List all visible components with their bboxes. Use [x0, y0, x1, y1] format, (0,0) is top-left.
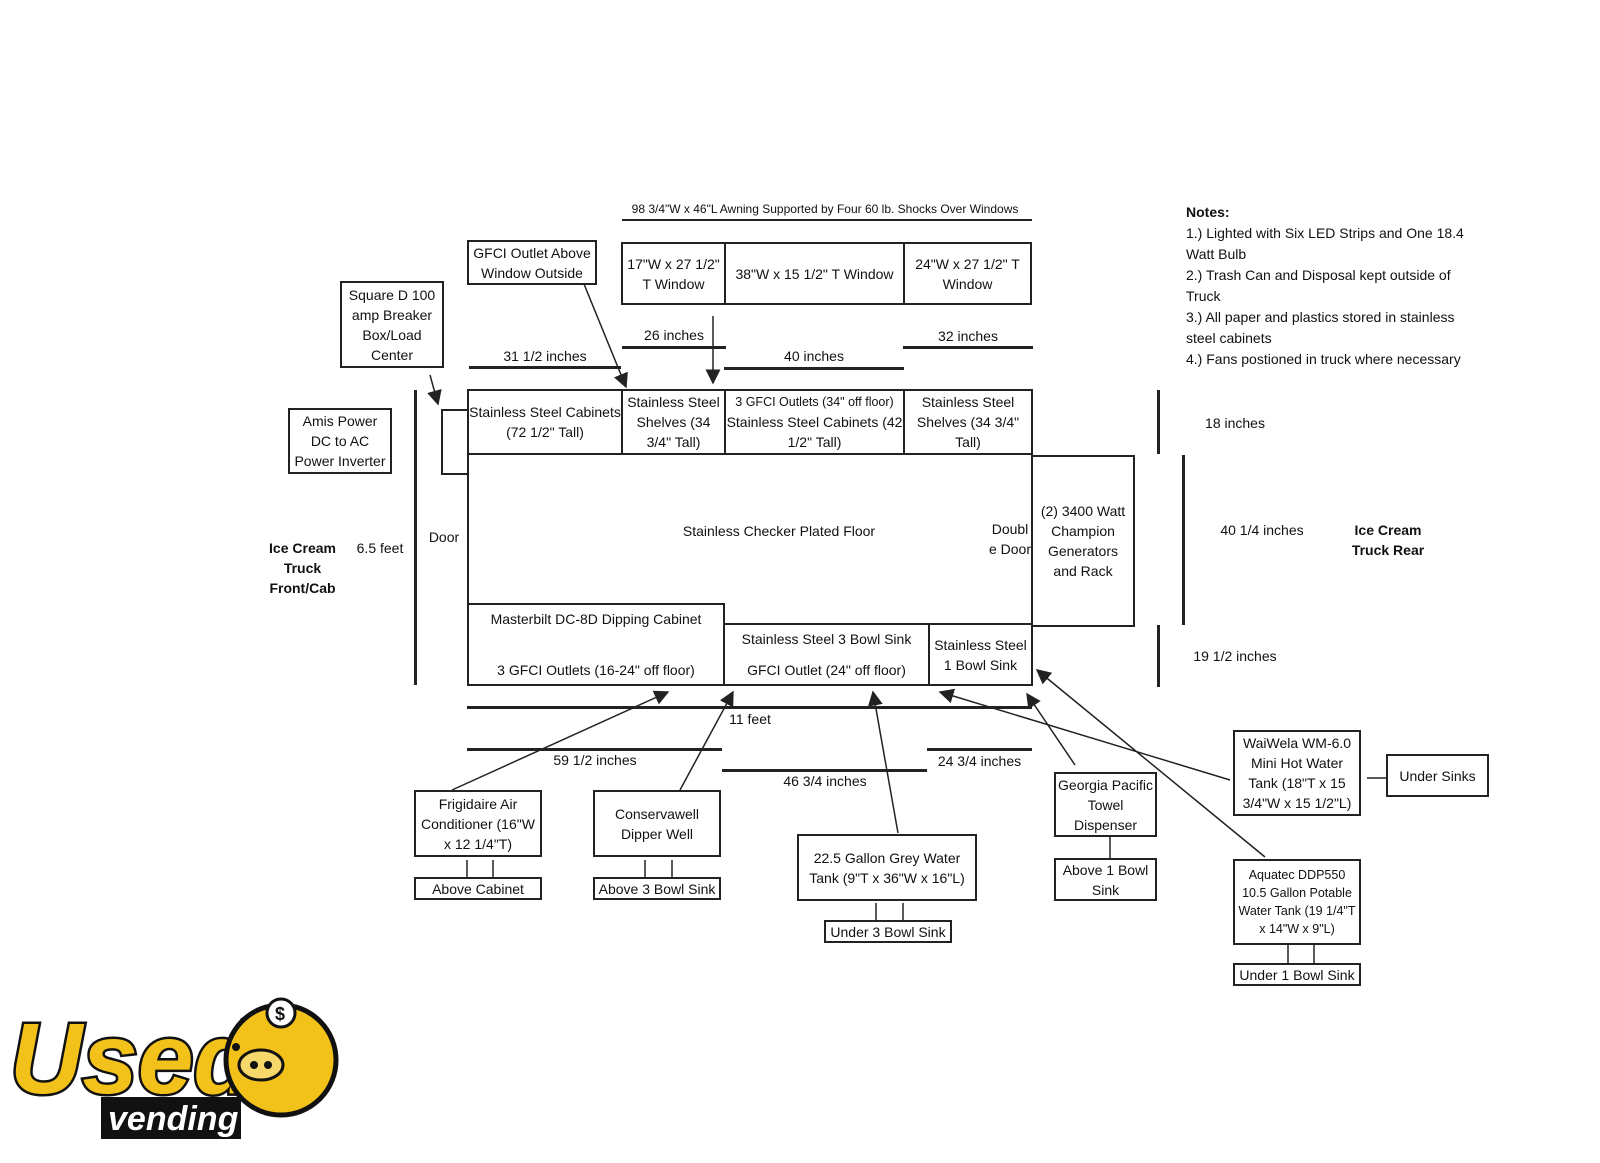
dim-top-2: 26 inches	[644, 327, 704, 343]
logo-word-vending: vending	[108, 1100, 239, 1138]
ac-box: Frigidaire Air Conditioner (16"W x 12 1/…	[414, 790, 542, 857]
towel-dispenser-box: Georgia Pacific Towel Dispenser	[1054, 772, 1157, 837]
dollar-coin-icon	[265, 997, 297, 1029]
gfci-outside-box: GFCI Outlet Above Window Outside	[467, 240, 597, 285]
awning-label: 98 3/4"W x 46"L Awning Supported by Four…	[631, 202, 1019, 216]
double-door: Doubl e Door	[988, 521, 1032, 557]
rear-dim-mid-line	[1182, 455, 1185, 625]
dim-bot-1: 59 1/2 inches	[553, 752, 637, 768]
note-2: 2.) Trash Can and Disposal kept outside …	[1186, 267, 1451, 304]
inverter-box: Amis Power DC to AC Power Inverter	[288, 408, 392, 474]
dim-top-1: 31 1/2 inches	[503, 348, 587, 364]
dim-length-line	[467, 706, 1032, 709]
rear-dim-bot: 19 1/2 inches	[1193, 648, 1277, 664]
dipping-cabinet: Masterbilt DC-8D Dipping Cabinet 3 GFCI …	[469, 603, 725, 684]
dim-top-2-line	[622, 346, 726, 349]
rear-dim-mid: 40 1/4 inches	[1220, 522, 1304, 538]
door-label: Door	[428, 529, 460, 545]
dim-bot-3: 24 3/4 inches	[937, 753, 1022, 769]
potable-water-box: Aquatec DDP550 10.5 Gallon Potable Water…	[1233, 859, 1361, 945]
towel-location: Above 1 Bowl Sink	[1054, 858, 1157, 901]
dim-length: 11 feet	[729, 711, 771, 727]
rear-dim-bot-line	[1157, 625, 1160, 687]
front-length-line	[414, 390, 417, 685]
potable-water-location: Under 1 Bowl Sink	[1233, 963, 1361, 986]
dim-bot-1-line	[467, 748, 722, 751]
shelves-left: Stainless Steel Shelves (34 3/4" Tall)	[623, 391, 726, 455]
used-vending-logo: Used $ vending	[8, 997, 339, 1139]
rear-dim-top: 18 inches	[1205, 415, 1265, 431]
dim-top-3-line	[724, 367, 904, 370]
front-length: 6.5 feet	[356, 540, 404, 556]
svg-text:$: $	[275, 1004, 285, 1024]
floor-label: Stainless Checker Plated Floor	[682, 523, 876, 539]
one-bowl-sink: Stainless Steel 1 Bowl Sink	[930, 623, 1031, 684]
dipper-location: Above 3 Bowl Sink	[593, 877, 721, 900]
breaker-panel-shape	[441, 409, 469, 475]
notes-title: Notes:	[1186, 204, 1230, 220]
window-3: 24"W x 27 1/2" T Window	[903, 242, 1032, 305]
dim-bot-2: 46 3/4 inches	[783, 773, 867, 789]
dim-top-3: 40 inches	[784, 348, 844, 364]
shelves-right: Stainless Steel Shelves (34 3/4" Tall)	[905, 391, 1031, 455]
note-1: 1.) Lighted with Six LED Strips and One …	[1186, 225, 1464, 262]
cabinet-42: 3 GFCI Outlets (34" off floor) Stainless…	[726, 391, 905, 455]
rear-label: Ice Cream Truck Rear	[1351, 522, 1425, 558]
window-2: 38"W x 15 1/2" T Window	[724, 242, 905, 305]
rear-dim-top-line	[1157, 390, 1160, 454]
logo-vending-banner	[101, 1097, 241, 1139]
generators-box: (2) 3400 Watt Champion Generators and Ra…	[1031, 455, 1135, 627]
awning-line	[622, 219, 1032, 221]
dim-top-4-line	[903, 346, 1033, 349]
front-label: Ice Cream Truck Front/Cab	[269, 540, 336, 596]
cabinet-72: Stainless Steel Cabinets (72 1/2" Tall)	[469, 391, 623, 455]
hot-water-box: WaiWela WM-6.0 Mini Hot Water Tank (18"T…	[1233, 730, 1361, 816]
breaker-box: Square D 100 amp Breaker Box/Load Center	[340, 281, 444, 368]
dim-bot-2-line	[722, 769, 927, 772]
note-3: 3.) All paper and plastics stored in sta…	[1186, 309, 1455, 346]
notes: Notes: 1.) Lighted with Six LED Strips a…	[1186, 202, 1486, 370]
window-1: 17"W x 27 1/2" T Window	[621, 242, 726, 305]
truck-interior: Stainless Steel Cabinets (72 1/2" Tall) …	[467, 389, 1033, 686]
logo-word-used: Used	[10, 1003, 256, 1115]
ac-location: Above Cabinet	[414, 877, 542, 900]
hot-water-location: Under Sinks	[1386, 754, 1489, 797]
dim-top-1-line	[469, 366, 621, 369]
note-4: 4.) Fans postioned in truck where necess…	[1186, 351, 1461, 367]
three-bowl-sink: Stainless Steel 3 Bowl Sink GFCI Outlet …	[725, 623, 930, 684]
grey-water-location: Under 3 Bowl Sink	[824, 920, 952, 943]
dim-top-4: 32 inches	[938, 328, 998, 344]
dipper-well-box: Conservawell Dipper Well	[593, 790, 721, 857]
dim-bot-3-line	[927, 748, 1032, 751]
grey-water-box: 22.5 Gallon Grey Water Tank (9"T x 36"W …	[797, 834, 977, 901]
